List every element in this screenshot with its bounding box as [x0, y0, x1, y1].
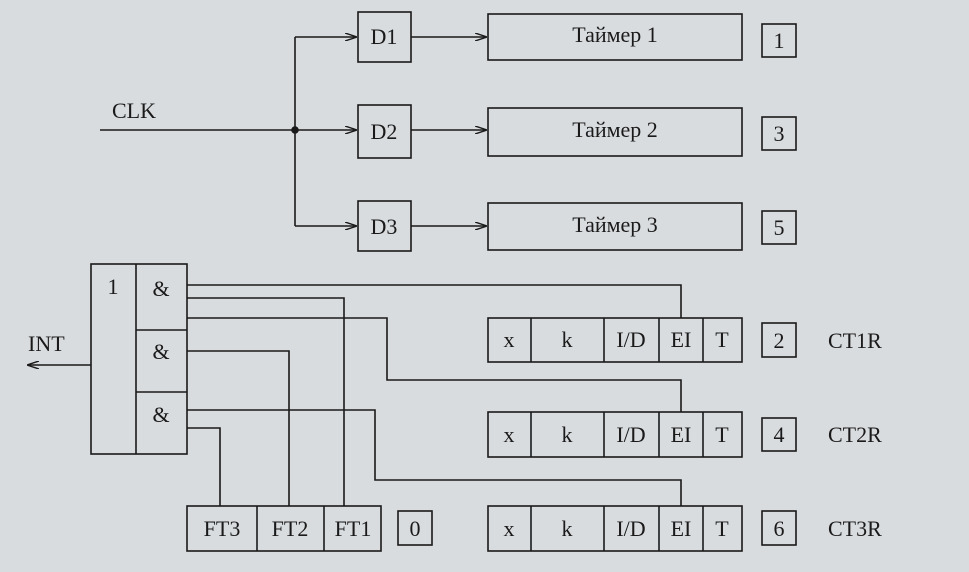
ct3r-name: CT3R [828, 516, 882, 541]
flag-ft1: FT1 [335, 516, 372, 541]
timer1-address-box [761, 23, 797, 58]
ct3r-field-k: k [562, 516, 573, 541]
flag-register-address: 0 [410, 516, 421, 541]
timer2-address-box [761, 116, 797, 151]
and-gate-3-label: & [152, 402, 169, 427]
ct2r-name: CT2R [828, 422, 882, 447]
ct1r-register [487, 317, 743, 363]
ct2r-field-ei: EI [671, 422, 692, 447]
ct1r-field-t: T [715, 327, 729, 352]
ct1r-field-ei: EI [671, 327, 692, 352]
ct1r-address-box [761, 322, 797, 358]
divider-d2-label: D2 [371, 119, 398, 144]
ct3r-field-x: x [504, 516, 515, 541]
ct2r-address-box [761, 417, 797, 452]
timer1-box [487, 13, 743, 61]
wire-flag-to-and3 [187, 427, 221, 506]
ct1r-field-k: k [562, 327, 573, 352]
ct2r-field-t: T [715, 422, 729, 447]
ct2r-address: 4 [774, 422, 785, 447]
timer1-label: Таймер 1 [572, 22, 658, 47]
wire-flag-to-and2 [187, 350, 290, 506]
ct1r-field-x: x [504, 327, 515, 352]
ct3r-address-box [761, 510, 797, 546]
timer1-address: 1 [774, 28, 785, 53]
flag-ft3: FT3 [204, 516, 241, 541]
wire-ct2r-t-to-and2 [187, 317, 682, 412]
ct1r-address: 2 [774, 328, 785, 353]
int-label: INT [28, 331, 65, 356]
ct3r-field-t: T [715, 516, 729, 541]
clk-label: CLK [112, 98, 156, 123]
timer2-label: Таймер 2 [572, 117, 658, 142]
ct3r-field-ei: EI [671, 516, 692, 541]
ct2r-field-id: I/D [616, 422, 645, 447]
timer3-box [487, 202, 743, 251]
divider-d1-label: D1 [371, 24, 398, 49]
or-gate-label: 1 [108, 274, 119, 299]
timer2-address: 3 [774, 121, 785, 146]
ct3r-register [487, 505, 743, 552]
timer3-address: 5 [774, 215, 785, 240]
timer3-address-box [761, 210, 797, 245]
wire-ct1r-t-to-and1 [187, 284, 682, 318]
divider-d2-box [357, 104, 412, 159]
wire-ct3r-t-to-and3 [187, 409, 682, 506]
timer3-label: Таймер 3 [572, 212, 658, 237]
ct1r-name: CT1R [828, 328, 882, 353]
ct2r-register [487, 411, 743, 458]
flag-register-address-box [397, 510, 433, 546]
ct2r-field-x: x [504, 422, 515, 447]
divider-d3-label: D3 [371, 214, 398, 239]
and-gate-1-label: & [152, 276, 169, 301]
wire-ct2r-ei-to-and1 [187, 297, 345, 506]
and-gate-2-label: & [152, 339, 169, 364]
flag-register [186, 505, 382, 552]
timer2-box [487, 107, 743, 157]
ct3r-field-id: I/D [616, 516, 645, 541]
gate-block-outer [90, 263, 188, 455]
ct1r-field-id: I/D [616, 327, 645, 352]
flag-ft2: FT2 [272, 516, 309, 541]
ct3r-address: 6 [774, 516, 785, 541]
ct2r-field-k: k [562, 422, 573, 447]
